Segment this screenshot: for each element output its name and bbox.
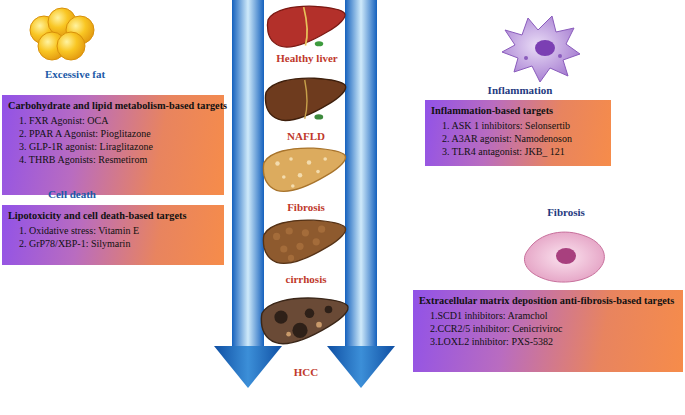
figure-label: Fibrosis (287, 201, 325, 213)
fat-cells-icon (30, 8, 94, 60)
box-heading: Extracellular matrix deposition anti-fib… (419, 294, 677, 307)
liver-fibrosis (263, 148, 345, 191)
liver-cirrhosis (263, 220, 345, 263)
liver-hcc (261, 298, 348, 344)
target-item: 2. A3AR agonist: Namodenoson (431, 132, 605, 145)
target-box: Lipotoxicity and cell death-based target… (2, 205, 224, 265)
target-item: 2.CCR2/5 inhibitor: Cenicriviroc (419, 322, 677, 335)
figure-label: Cell death (48, 188, 96, 200)
box-heading: Inflammation-based targets (431, 104, 605, 117)
liver-healthy (267, 6, 345, 47)
figure-label: Fibrosis (547, 206, 585, 218)
figure-label: cirrhosis (286, 273, 327, 285)
target-item: 1. ASK 1 inhibitors: Selonsertib (431, 119, 605, 132)
target-box: Carbohydrate and lipid metabolism-based … (2, 95, 224, 195)
fibrosis-cell-icon (524, 232, 604, 282)
box-heading: Lipotoxicity and cell death-based target… (8, 209, 218, 222)
target-item: 2. PPAR A Agonist: Pioglitazone (8, 127, 218, 140)
box-heading: Carbohydrate and lipid metabolism-based … (8, 99, 218, 112)
figure-label: Inflammation (488, 84, 553, 96)
figure-label: Excessive fat (45, 68, 105, 80)
target-item: 2. GrP78/XBP-1: Silymarin (8, 237, 218, 250)
liver-nafld (265, 78, 345, 120)
target-item: 1. Oxidative stress: Vitamin E (8, 224, 218, 237)
target-box: Inflammation-based targets 1. ASK 1 inhib… (425, 100, 611, 166)
figure-label: Healthy liver (276, 52, 337, 64)
progression-arrow (214, 0, 395, 388)
target-item: 3. TLR4 antagonist: JKB_ 121 (431, 145, 605, 158)
target-item: 4. THRB Agonists: Resmetirom (8, 153, 218, 166)
target-item: 3. GLP-1R agonist: Liraglitazone (8, 140, 218, 153)
figure-label: HCC (294, 366, 318, 378)
target-box: Extracellular matrix deposition anti-fib… (413, 290, 683, 372)
figure-label: NAFLD (287, 130, 325, 142)
target-item: 3.LOXL2 inhibitor: PXS-5382 (419, 335, 677, 348)
inflammation-icon (502, 16, 580, 82)
target-item: 1. FXR Agonist: OCA (8, 114, 218, 127)
target-item: 1.SCD1 inhibitors: Aramchol (419, 309, 677, 322)
